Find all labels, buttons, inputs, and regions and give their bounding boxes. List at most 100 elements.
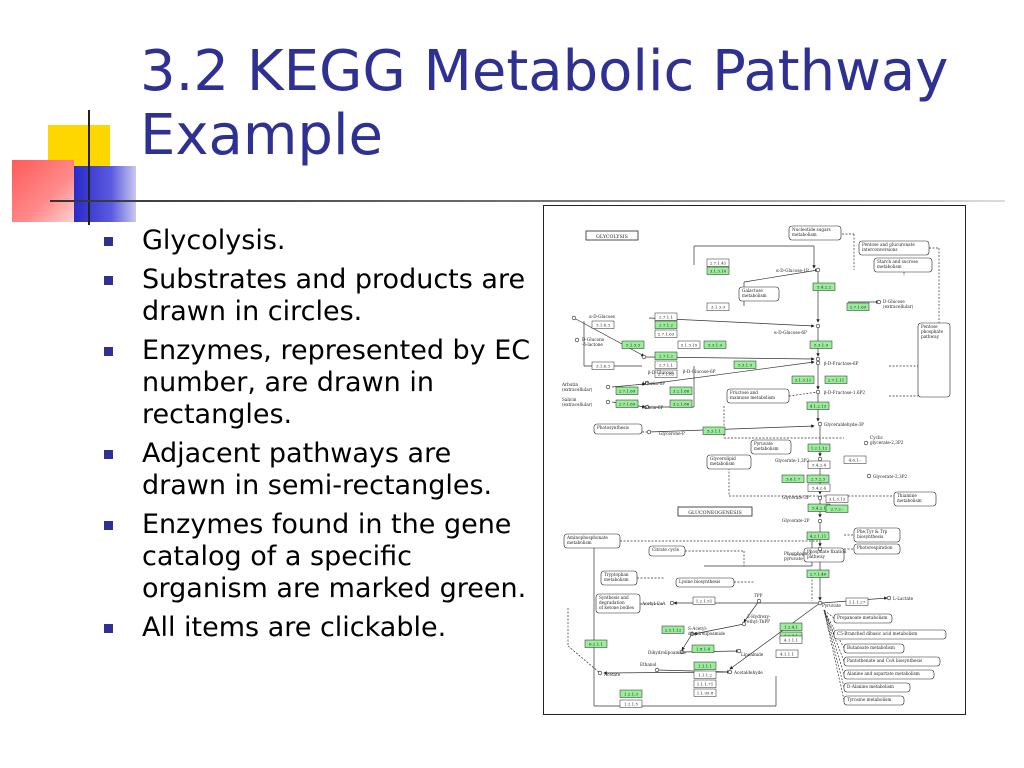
- pathway-pantothenate[interactable]: Pantothenate and CoA biosynthesis: [843, 656, 941, 667]
- enzyme-box[interactable]: 2.7.1.1: [654, 312, 678, 321]
- enzyme-box[interactable]: 2.7.1.63: [654, 329, 678, 338]
- compound-arbutin-6p[interactable]: Arbutin-6P: [641, 380, 665, 386]
- enzyme-box[interactable]: 1.1.1.27: [845, 597, 869, 606]
- enzyme-box[interactable]: 1.2.1.3: [619, 689, 643, 698]
- enzyme-box[interactable]: 5.3.1.1: [702, 426, 726, 435]
- compound-alpha-glucose[interactable]: α-D-Glucose: [571, 314, 615, 321]
- compound-acetyl-coa[interactable]: Acetyl-CoA: [641, 600, 675, 606]
- enzyme-box[interactable]: 3.1.6.3: [591, 320, 615, 329]
- pathway-tyrosine[interactable]: Tyrosine metabolism: [843, 695, 905, 706]
- compound-pyruvate[interactable]: Pyruvate: [817, 600, 841, 608]
- compound-glyceraldehyde-3p[interactable]: Glyceraldehyde-3P: [817, 421, 864, 427]
- compound-acetate[interactable]: Acetate: [597, 670, 621, 677]
- enzyme-box[interactable]: 4.1.1.1: [779, 635, 803, 644]
- compound-glycerone-p[interactable]: Glycerone-P: [646, 429, 685, 436]
- compound-ethanol[interactable]: Ethanol: [640, 662, 660, 673]
- enzyme-box[interactable]: 3.1.3.10: [706, 266, 730, 275]
- enzyme-box[interactable]: 6.2.1.1: [584, 639, 608, 648]
- enzyme-box[interactable]: 3.1.6.3: [591, 361, 615, 370]
- compound-acetaldehyde[interactable]: Acetaldehyde: [727, 669, 763, 675]
- enzyme-box[interactable]: 2.7.1.69: [615, 399, 639, 408]
- enzyme-box[interactable]: 5.3.1.9: [809, 340, 833, 349]
- compound-beta-glucose[interactable]: β-D-Glucose: [641, 354, 674, 375]
- enzyme-box[interactable]: 3.1.3.13: [825, 494, 849, 503]
- enzyme-box[interactable]: 3.2.1.86: [669, 386, 693, 395]
- pathway-d-alanine[interactable]: D-Alanine metabolism: [843, 682, 911, 693]
- enzyme-box[interactable]: 2.3.1.12: [661, 625, 685, 634]
- gluconeogenesis-title-box[interactable]: GLUCONEOGENESIS: [677, 506, 753, 517]
- compound-beta-glucose-6p[interactable]: β-D-Glucose-6P: [683, 356, 821, 374]
- compound-tpp[interactable]: TPP: [754, 593, 763, 604]
- enzyme-box[interactable]: 4.6.1.-: [843, 455, 867, 464]
- compound-fructose-16p2[interactable]: β-D-Fructose-1,6P2: [815, 389, 865, 395]
- compound-pep[interactable]: Phosphoenol-pyruvate: [784, 546, 823, 561]
- pathway-propanoate[interactable]: Propanoate metabolism: [833, 613, 893, 624]
- enzyme-box[interactable]: 2.7.1.40: [806, 569, 830, 578]
- pathway-c5-branched[interactable]: C5-Branched dibasic acid metabolism: [833, 629, 947, 640]
- enzyme-box[interactable]: 5.1.3.3: [621, 340, 645, 349]
- enzyme-box[interactable]: 2.7.1.2: [654, 351, 678, 360]
- enzyme-box[interactable]: 5.3.1.9: [733, 360, 757, 369]
- enzyme-box[interactable]: 3.2.1.86: [669, 399, 693, 408]
- enzyme-box[interactable]: 5.1.3.15: [677, 340, 701, 349]
- enzyme-box[interactable]: 5.3.1.9: [703, 340, 727, 349]
- enzyme-box[interactable]: 2.7.1.41: [706, 258, 730, 267]
- glycolysis-title-box[interactable]: GLYCOLYSIS: [585, 230, 639, 241]
- compound-glycerate-3p[interactable]: Glycerate-3P: [782, 495, 823, 501]
- enzyme-box[interactable]: 2.7.2.3: [806, 474, 830, 483]
- enzyme-box[interactable]: 3.1.3.9: [706, 302, 730, 311]
- enzyme-box[interactable]: 2.7.1.69: [615, 386, 639, 395]
- enzyme-box[interactable]: 1.1.1.2: [693, 670, 717, 679]
- compound-glycerate-23p2[interactable]: Glycerate-2,3P2: [866, 473, 907, 479]
- enzyme-box[interactable]: 3.1.3.11: [791, 375, 815, 384]
- enzyme-box[interactable]: 1.1.1.71: [693, 679, 717, 688]
- enzyme-box[interactable]: 2.7.1.69: [846, 302, 870, 311]
- enzyme-box[interactable]: 1.2.4.1: [779, 622, 803, 631]
- enzyme-box[interactable]: 2.7.2.-: [825, 504, 849, 513]
- pathway-photorespiration[interactable]: Photorespiration: [853, 543, 901, 555]
- compound-alpha-glucose-1p[interactable]: α-D-Glucose-1P: [776, 267, 821, 273]
- enzyme-box[interactable]: 1.2.1.12: [807, 443, 831, 452]
- enzyme-box[interactable]: 1.2.1.5: [619, 699, 643, 708]
- compound-glucose-extracellular[interactable]: D-Glucose(extracellular): [876, 299, 914, 309]
- enzyme-box[interactable]: 5.4.2.4: [807, 483, 831, 492]
- compound-arbutin[interactable]: Arbutin(extracellular): [561, 382, 611, 392]
- compound-glycerate-2p[interactable]: Glycerate-2P: [782, 518, 823, 524]
- enzyme-box[interactable]: 5.4.2.4: [807, 460, 831, 469]
- compound-fructose-6p[interactable]: β-D-Fructose-6P: [815, 360, 859, 366]
- pathway-alanine-aspartate[interactable]: Alanine and aspartate metabolism: [843, 669, 935, 680]
- enzyme-box[interactable]: 2.7.1.2: [654, 320, 678, 329]
- enzyme-box[interactable]: 1.2.1.51: [692, 596, 716, 605]
- enzyme-box[interactable]: 4.1.2.13: [806, 401, 830, 410]
- compound-hydroxyethyl-tpp[interactable]: 2-Hydroxy-ethyl-ThPP: [741, 614, 771, 627]
- enzyme-box[interactable]: 1.1.1.1: [693, 661, 717, 670]
- pathway-photosynthesis[interactable]: Photosynthesis: [593, 423, 643, 435]
- compound-s-acetyl-dihydrolipoamide[interactable]: S-Acetyl-dihydrolipoamide: [688, 626, 726, 637]
- enzyme-box[interactable]: 2.7.1.1: [654, 360, 678, 369]
- enzyme-box[interactable]: 5.4.2.2: [812, 282, 836, 291]
- enzyme-box[interactable]: 4.2.1.11: [806, 531, 830, 540]
- compound-glucono-lactone[interactable]: D-Glucono-δ-lactone: [574, 337, 605, 347]
- pathway-butanoate[interactable]: Butanoate metabolism: [843, 643, 905, 654]
- enzyme-box[interactable]: 1.1.99.8: [693, 688, 717, 697]
- enzyme-box[interactable]: 2.7.1.63: [654, 369, 678, 378]
- compound-salicin-6p[interactable]: Salicin-6P: [642, 404, 664, 410]
- pathway-lysine[interactable]: Lysine biosynthesis: [675, 577, 735, 588]
- compound-dihydrolipoamide[interactable]: Dihydrolipoamide: [648, 649, 686, 655]
- enzyme-box[interactable]: 1.8.1.4: [691, 644, 715, 653]
- enzyme-box[interactable]: 4.1.1.1: [775, 649, 799, 658]
- pathway-citrate-cycle[interactable]: Citrate cycle: [648, 545, 686, 557]
- compound-lipoamide[interactable]: Lipoamide: [736, 648, 764, 657]
